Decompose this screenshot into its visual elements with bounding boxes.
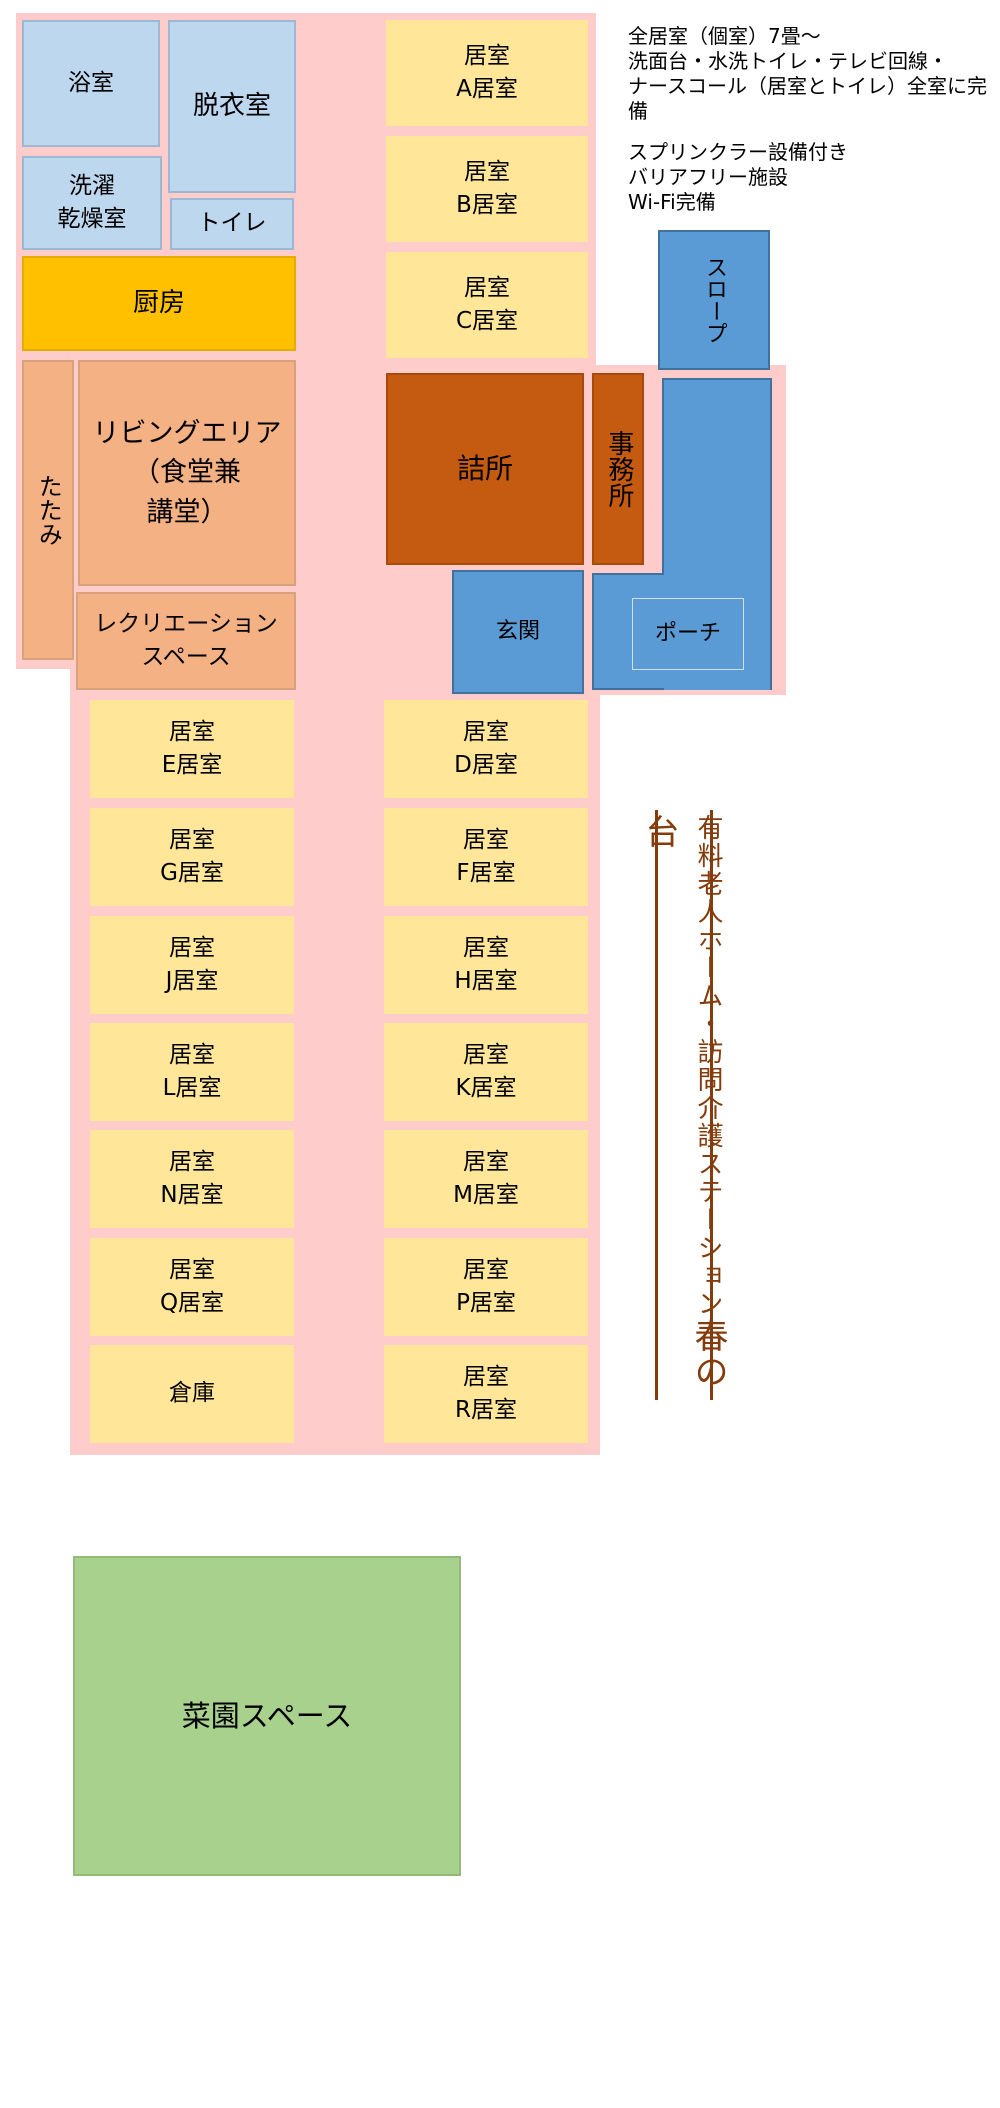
room-r: 居室 R居室 <box>384 1345 588 1443</box>
room-slope: スロープ <box>658 230 770 370</box>
room-k: 居室 K居室 <box>384 1023 588 1121</box>
room-kitchen: 厨房 <box>22 256 296 351</box>
room-recreation: レクリエーション スペース <box>76 592 296 690</box>
room-bath: 浴室 <box>22 20 160 147</box>
room-b: 居室 B居室 <box>386 136 588 242</box>
room-c: 居室 C居室 <box>386 252 588 358</box>
room-l: 居室 L居室 <box>90 1023 294 1121</box>
room-j-label: 居室 J居室 <box>165 934 219 994</box>
room-porch-label: ポーチ <box>654 621 721 647</box>
facility-title-name: 春の台 <box>639 814 728 1390</box>
room-dressing: 脱衣室 <box>168 20 296 193</box>
room-n-label: 居室 N居室 <box>160 1148 224 1208</box>
facility-notes-rooms: 全居室（個室）7畳〜 洗面台・水洗トイレ・テレビ回線・ ナースコール（居室とトイ… <box>628 24 987 123</box>
room-h: 居室 H居室 <box>384 916 588 1014</box>
room-storage: 倉庫 <box>90 1345 294 1443</box>
room-storage-label: 倉庫 <box>169 1380 215 1407</box>
room-n: 居室 N居室 <box>90 1130 294 1228</box>
facility-title-frame: 有料老人ホーム・訪問介護ステーション春の台 <box>639 810 728 1400</box>
room-l-label: 居室 L居室 <box>162 1041 222 1101</box>
room-k-label: 居室 K居室 <box>455 1041 517 1101</box>
room-bath-label: 浴室 <box>68 69 114 96</box>
room-p: 居室 P居室 <box>384 1238 588 1336</box>
room-laundry: 洗濯 乾燥室 <box>22 156 162 250</box>
room-laundry-label: 洗濯 乾燥室 <box>57 172 127 232</box>
room-f: 居室 F居室 <box>384 808 588 906</box>
room-tatami-label: たたみ <box>34 474 63 546</box>
room-station: 詰所 <box>386 373 584 565</box>
room-g: 居室 G居室 <box>90 808 294 906</box>
room-e-label: 居室 E居室 <box>161 718 223 778</box>
room-q: 居室 Q居室 <box>90 1238 294 1336</box>
room-entrance-label: 玄関 <box>495 619 540 645</box>
room-office: 事務所 <box>592 373 644 565</box>
room-living-label: リビングエリア （食堂兼 講堂） <box>92 418 282 528</box>
room-d-label: 居室 D居室 <box>454 718 518 778</box>
room-a: 居室 A居室 <box>386 20 588 126</box>
room-m-label: 居室 M居室 <box>453 1148 519 1208</box>
room-dressing-label: 脱衣室 <box>192 90 271 121</box>
room-a-label: 居室 A居室 <box>456 42 518 102</box>
facility-notes-equipment: スプリンクラー設備付き バリアフリー施設 Wi-Fi完備 <box>628 140 848 214</box>
room-office-label: 事務所 <box>603 430 634 508</box>
room-r-label: 居室 R居室 <box>455 1363 517 1423</box>
room-station-label: 詰所 <box>456 451 513 485</box>
room-slope-label: スロープ <box>701 256 727 344</box>
room-porch: ポーチ <box>632 598 744 670</box>
room-recreation-label: レクリエーション スペース <box>94 610 278 670</box>
room-f-label: 居室 F居室 <box>456 826 516 886</box>
room-h-label: 居室 H居室 <box>454 934 518 994</box>
room-garden: 菜園スペース <box>73 1556 461 1876</box>
room-j: 居室 J居室 <box>90 916 294 1014</box>
facility-title: 有料老人ホーム・訪問介護ステーション春の台 <box>635 810 733 1400</box>
room-d: 居室 D居室 <box>384 700 588 798</box>
room-toilet-label: トイレ <box>197 210 267 237</box>
room-b-label: 居室 B居室 <box>456 158 518 218</box>
room-living: リビングエリア （食堂兼 講堂） <box>78 360 296 586</box>
room-m: 居室 M居室 <box>384 1130 588 1228</box>
room-c-label: 居室 C居室 <box>455 274 519 334</box>
room-q-label: 居室 Q居室 <box>159 1256 225 1316</box>
room-e: 居室 E居室 <box>90 700 294 798</box>
room-tatami: たたみ <box>22 360 74 660</box>
facility-title-main: 有料老人ホーム・訪問介護ステーション <box>693 814 723 1318</box>
room-toilet: トイレ <box>170 198 294 250</box>
room-p-label: 居室 P居室 <box>456 1256 516 1316</box>
room-entrance: 玄関 <box>452 570 584 694</box>
room-garden-label: 菜園スペース <box>181 1698 353 1733</box>
room-g-label: 居室 G居室 <box>160 826 224 886</box>
porch-fill-top <box>664 380 770 690</box>
room-kitchen-label: 厨房 <box>132 287 185 318</box>
